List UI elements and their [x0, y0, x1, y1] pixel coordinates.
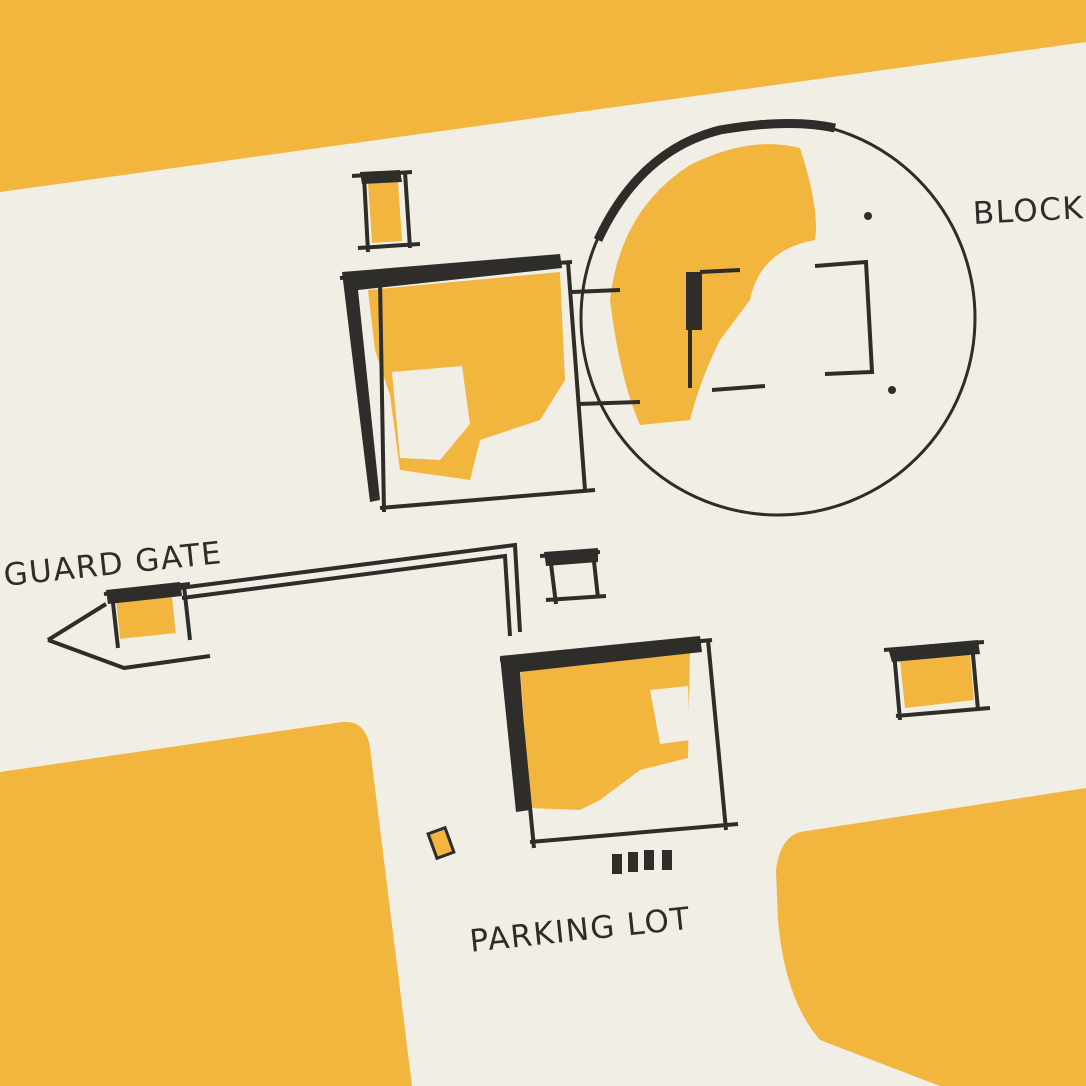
label-blockhouse: BLOCK	[972, 190, 1086, 232]
guard-gate-connector	[179, 542, 522, 637]
blockhouse-circle	[579, 118, 977, 517]
bottom-right-orange-area	[776, 788, 1086, 1086]
guard-gate-building	[46, 582, 211, 671]
top-orange-band	[0, 0, 1086, 192]
parking-building	[499, 636, 739, 849]
bottom-left-orange-area	[0, 721, 412, 1086]
small-building-top	[351, 170, 421, 253]
small-building-right	[883, 640, 991, 721]
main-building	[339, 254, 641, 513]
small-building-middle	[539, 548, 607, 605]
parked-car-icons	[426, 825, 672, 874]
